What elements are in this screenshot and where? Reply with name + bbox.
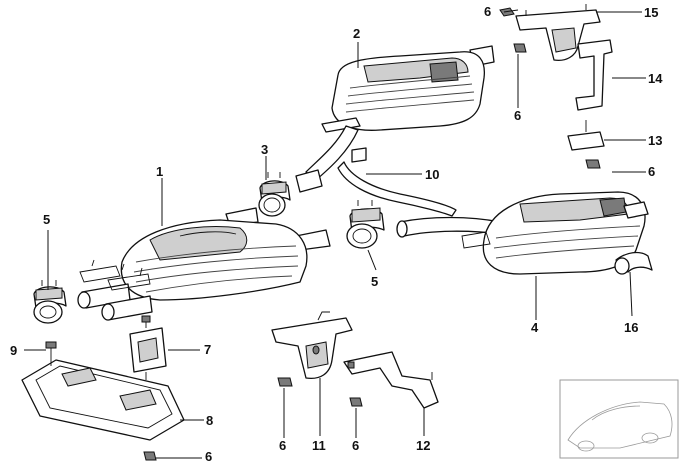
center-muffler <box>295 45 495 193</box>
callout-7: 7 <box>204 342 211 357</box>
callout-14: 14 <box>648 71 663 86</box>
callout-2: 2 <box>353 26 360 41</box>
callout-6-bottom: 6 <box>205 449 212 461</box>
leader-lines <box>24 9 646 459</box>
car-thumbnail <box>559 379 679 459</box>
callout-1: 1 <box>156 164 163 179</box>
hanger-13 <box>567 120 605 151</box>
rubber-mount-7 <box>129 315 167 380</box>
callout-6-bracket-left: 6 <box>279 438 286 453</box>
callout-12: 12 <box>416 438 430 453</box>
bracket-rod <box>337 147 457 217</box>
bolt-9 <box>45 341 57 366</box>
clamp-5-center <box>346 200 385 249</box>
callout-9: 9 <box>10 343 17 358</box>
callout-13: 13 <box>648 133 662 148</box>
callout-6-upper: 6 <box>514 108 521 123</box>
nuts <box>143 7 601 461</box>
front-muffler <box>77 207 331 321</box>
hanger-14 <box>575 39 613 111</box>
bracket-11 <box>271 311 353 380</box>
clamp-5-left <box>33 280 67 324</box>
callout-6-right: 6 <box>648 164 655 179</box>
callout-6-top: 6 <box>484 4 491 19</box>
callout-6-bracket-right: 6 <box>352 438 359 453</box>
callout-15: 15 <box>644 5 658 20</box>
callout-5-left: 5 <box>43 212 50 227</box>
tail-pipe <box>614 251 653 275</box>
hanger-15 <box>515 4 601 62</box>
crossmember-8 <box>21 359 185 441</box>
clamp-3 <box>258 172 291 217</box>
callout-3: 3 <box>261 142 268 157</box>
callout-5-center: 5 <box>371 274 378 289</box>
callout-11: 11 <box>312 438 326 453</box>
callout-16: 16 <box>624 320 638 335</box>
callout-8: 8 <box>206 413 213 428</box>
callout-10: 10 <box>425 167 439 182</box>
rear-muffler <box>396 191 649 275</box>
callout-labels: 1 2 3 4 5 5 6 6 6 6 6 6 7 8 9 10 11 12 1… <box>10 4 663 461</box>
callout-4: 4 <box>531 320 539 335</box>
